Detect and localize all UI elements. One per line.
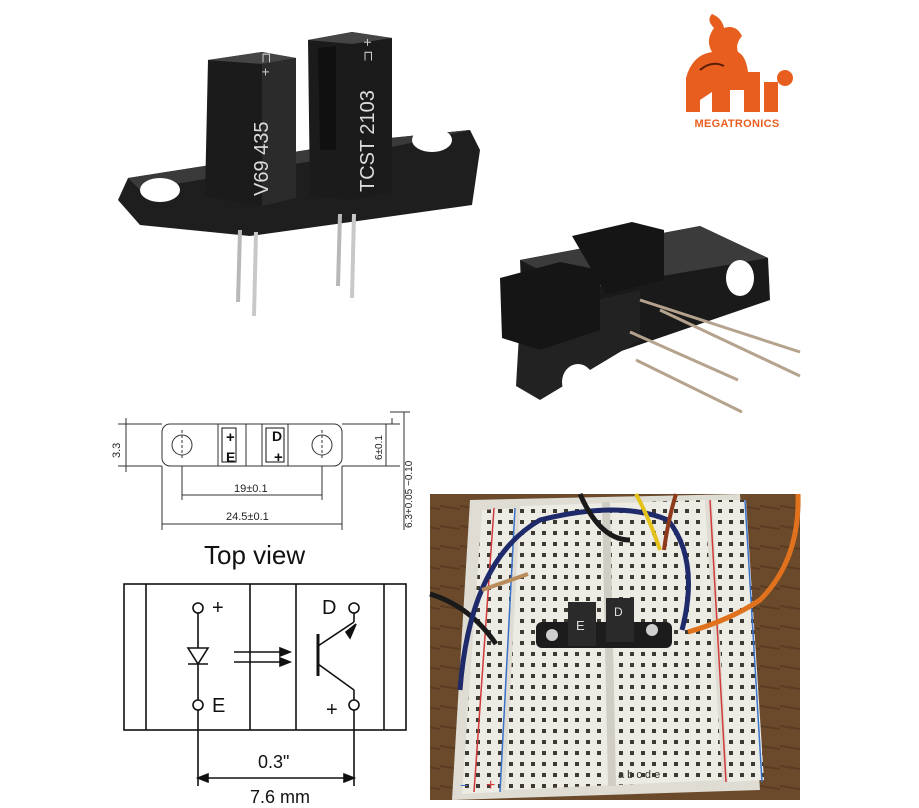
pin-label-bl: E [226,449,235,465]
label-anode: + [212,597,224,619]
dim-length: 24.5±0.1 [226,511,269,523]
top-view-title: Top view [204,540,305,570]
marking-right: TCST 2103 [357,90,379,192]
dim-height-right: 6±0.1 [374,435,385,460]
label-plus-out: + [326,699,338,721]
photo-marking-e: E [576,618,585,633]
rail-plus: + [486,777,495,794]
svg-text:+ ⊐: + ⊐ [257,52,273,76]
dim-pitch: 19±0.1 [234,483,268,495]
label-detector: D [322,597,336,619]
pin-label-br: + [274,449,283,466]
marking-left: V69 435 [251,121,273,196]
pin-label-tr: D [272,428,282,444]
brand-name: MEGATRONICS [694,118,780,130]
photo-marking-d: D [614,605,623,619]
dim-thickness: 6.3+0.05 −0.10 [404,460,415,528]
spacing-mm: 7.6 mm [250,787,310,807]
row-letters: a b c d e [618,769,660,781]
rail-minus: − [460,777,468,793]
svg-text:⊐ +: ⊐ + [359,38,375,62]
label-emitter: E [212,695,225,717]
dim-height-left: 3.3 [111,443,123,458]
spacing-inches: 0.3" [258,752,289,772]
pin-label-tl: + [226,429,235,446]
